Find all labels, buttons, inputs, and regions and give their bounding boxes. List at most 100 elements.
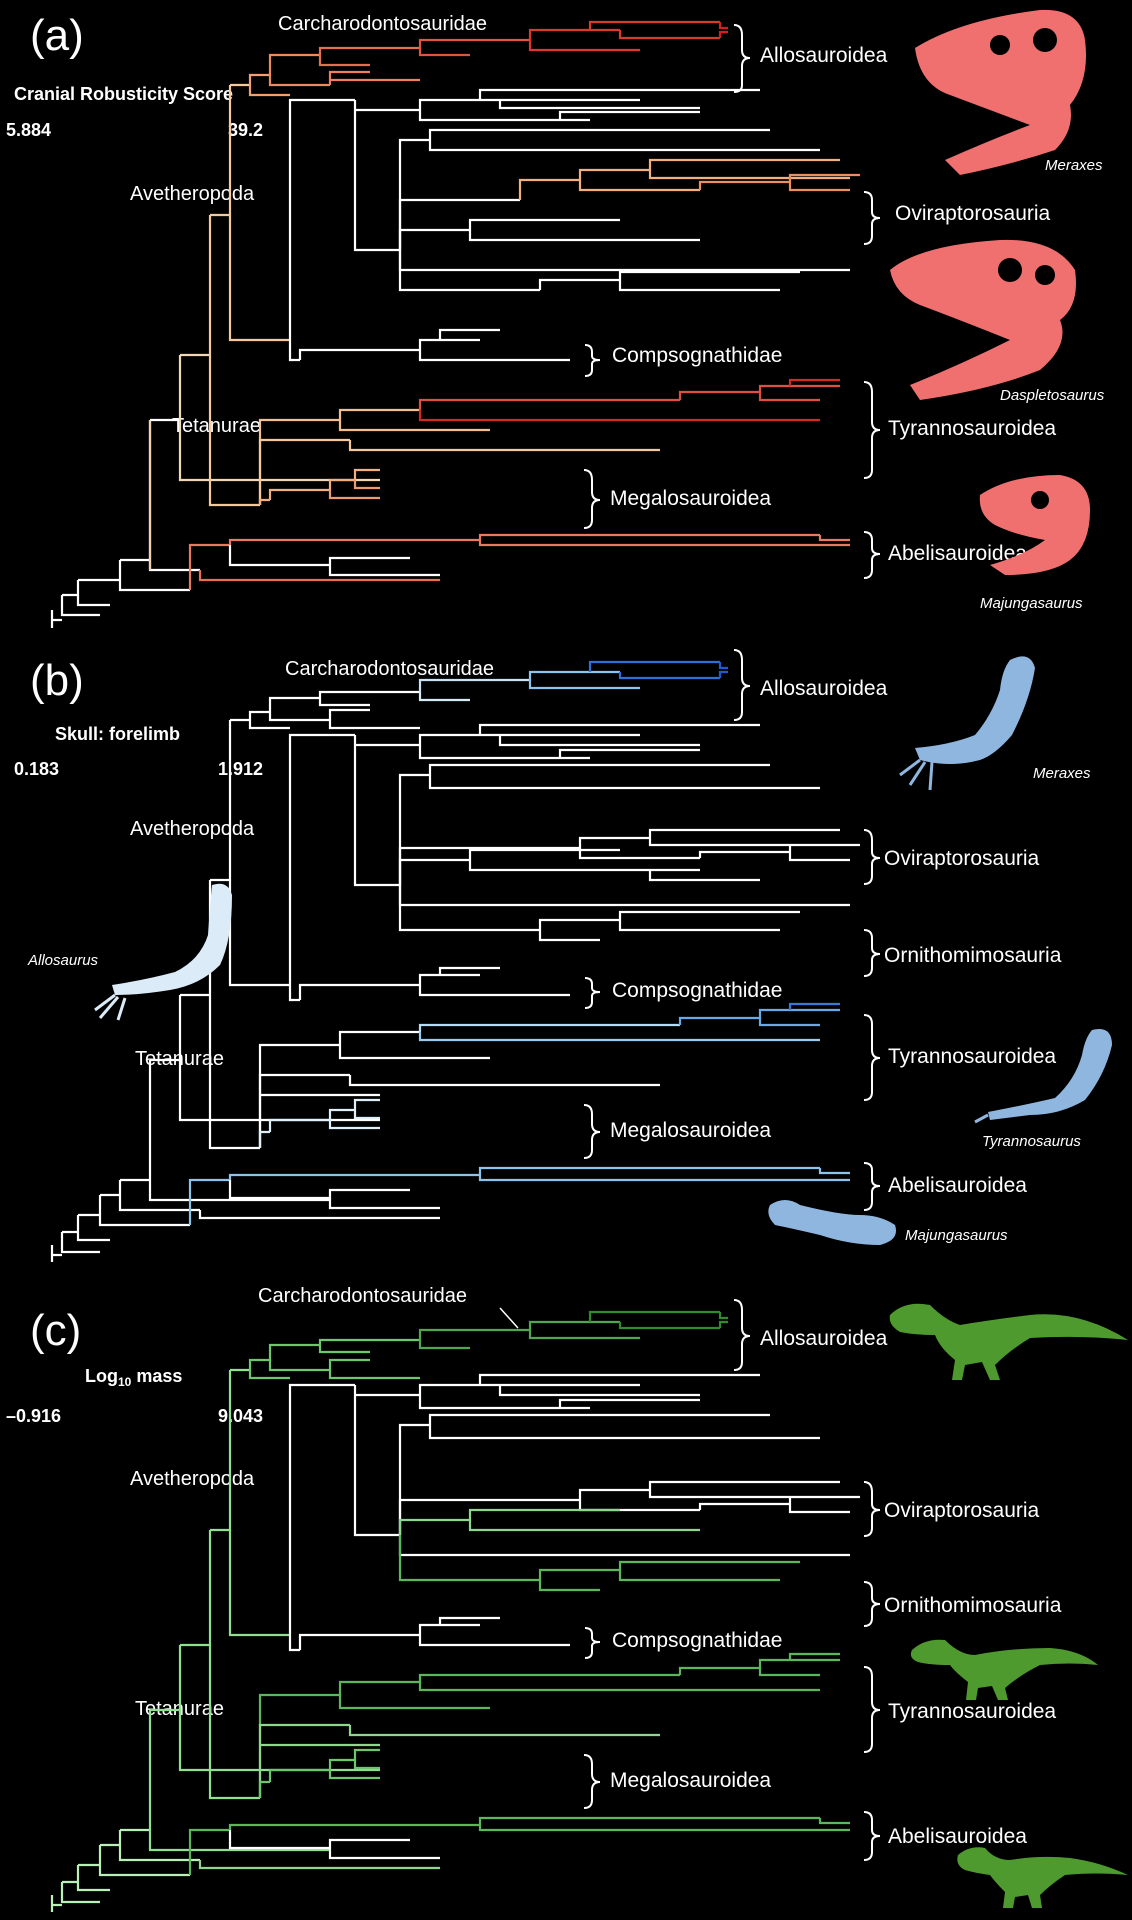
branch <box>258 1652 840 1798</box>
bracket <box>863 381 881 479</box>
bracket <box>863 531 881 579</box>
carcharodontosauridae-pointer <box>499 1307 519 1329</box>
panel-a-clade-oviraptorosauria: Oviraptorosauria <box>895 202 1051 225</box>
panel-c-carcharodontosauridae-label: Carcharodontosauridae <box>258 1285 467 1307</box>
branch <box>398 1508 700 1535</box>
panel-c-avetheropoda-label: Avetheropoda <box>130 1468 255 1490</box>
taxon-meraxes-b: Meraxes <box>1033 765 1091 782</box>
branch <box>418 692 470 702</box>
bracket <box>733 24 751 93</box>
bracket <box>584 344 601 377</box>
bracket <box>733 649 751 721</box>
branch <box>198 1860 440 1870</box>
branch <box>288 98 355 362</box>
panel-c-clade-ornithomimosauria: Ornithomimosauria <box>884 1594 1062 1617</box>
branch <box>398 848 760 885</box>
panel-a-scale-min: 5.884 <box>6 120 51 140</box>
branch <box>328 480 380 500</box>
panel-c-scale-min: –0.916 <box>6 1406 61 1426</box>
branch <box>418 678 530 692</box>
panel-a-scale-max: 39.2 <box>228 120 263 140</box>
forelimb-silhouette-tyrannosaurus <box>974 1029 1112 1124</box>
bracket <box>584 977 601 1009</box>
panel-b-tree <box>50 660 860 1262</box>
taxon-daspletosaurus-a: Daspletosaurus <box>1000 387 1105 404</box>
panel-b-clade-tyrannosauroidea: Tyrannosauroidea <box>888 1045 1056 1068</box>
panel-b-clade-allosauroidea: Allosauroidea <box>760 677 888 700</box>
panel-b-scale-min: 0.183 <box>14 759 59 779</box>
branch <box>258 1723 660 1798</box>
bracket <box>863 829 881 885</box>
bracket <box>733 1299 751 1371</box>
branch <box>788 1002 840 1010</box>
branch <box>178 353 380 482</box>
branch <box>188 533 850 590</box>
skull-silhouette-meraxes <box>915 9 1086 175</box>
bracket <box>863 1014 881 1101</box>
panel-b-avetheropoda-label: Avetheropoda <box>130 818 255 840</box>
panel-a-tree <box>50 20 860 628</box>
panel-c-scale-max: 9.043 <box>218 1406 263 1426</box>
branch <box>318 46 420 67</box>
branch <box>398 218 700 250</box>
branch <box>398 1413 820 1535</box>
branch <box>528 20 720 52</box>
branch <box>198 570 440 582</box>
panel-a-carcharodontosauridae-label: Carcharodontosauridae <box>278 13 487 35</box>
body-silhouette-tyrannosauroid <box>910 1639 1098 1700</box>
panel-a-clade-tyrannosauroidea: Tyrannosauroidea <box>888 417 1056 440</box>
forelimb-silhouette-meraxes <box>899 656 1035 791</box>
bracket <box>863 1666 881 1753</box>
branch <box>50 1828 200 1912</box>
branch <box>258 1073 660 1148</box>
panel-b-clade-compsognathidae: Compsognathidae <box>612 979 782 1002</box>
taxon-meraxes-a: Meraxes <box>1045 157 1103 174</box>
panel-a-avetheropoda-label: Avetheropoda <box>130 183 255 205</box>
bracket <box>584 1627 601 1659</box>
panel-c: (c) Carcharodontosauridae Log10 mass –0.… <box>6 1285 1128 1912</box>
branch <box>248 690 420 730</box>
panel-c-clade-megalosauroidea: Megalosauroidea <box>610 1769 771 1792</box>
branch <box>258 438 660 505</box>
panel-a-clade-compsognathidae: Compsognathidae <box>612 344 782 367</box>
branch <box>353 100 420 252</box>
panel-c-clade-oviraptorosauria: Oviraptorosauria <box>884 1499 1040 1522</box>
branch <box>50 418 200 628</box>
forelimb-silhouette-allosaurus <box>94 883 232 1021</box>
taxon-majungasaurus-b: Majungasaurus <box>905 1227 1008 1244</box>
bracket <box>583 1754 601 1809</box>
branch <box>288 733 355 1002</box>
branch <box>288 1383 355 1652</box>
branch <box>148 1368 380 1852</box>
bracket <box>863 1162 881 1211</box>
panel-b-clade-megalosauroidea: Megalosauroidea <box>610 1119 771 1142</box>
panel-a-tetanurae-label: Tetanurae <box>172 415 261 437</box>
panel-c-letter: (c) <box>30 1306 81 1355</box>
panel-b: (b) Carcharodontosauridae Skull: forelim… <box>14 649 1112 1262</box>
branch <box>268 53 330 87</box>
skull-silhouette-daspletosaurus <box>890 239 1076 400</box>
panel-c-clade-tyrannosauroidea: Tyrannosauroidea <box>888 1700 1056 1723</box>
branch <box>588 1310 728 1330</box>
branch <box>398 828 860 885</box>
branch <box>228 1830 440 1860</box>
branch <box>248 73 290 97</box>
forelimb-silhouette-majungasaurus <box>768 1200 896 1245</box>
skull-silhouette-majungasaurus <box>979 475 1090 575</box>
branch <box>418 38 530 57</box>
branch <box>418 1032 820 1042</box>
panel-b-clade-abelisauroidea: Abelisauroidea <box>888 1174 1027 1197</box>
branch <box>398 885 800 942</box>
panel-a-letter: (a) <box>30 11 84 60</box>
branch <box>298 966 570 1000</box>
panel-c-clade-allosauroidea: Allosauroidea <box>760 1327 888 1350</box>
branch <box>328 70 420 85</box>
panel-c-clade-compsognathidae: Compsognathidae <box>612 1629 782 1652</box>
bracket <box>863 191 881 245</box>
panel-c-scale-title: Log10 mass <box>85 1366 182 1389</box>
branch <box>418 384 840 410</box>
body-silhouette-abelisaurid <box>957 1847 1128 1908</box>
panel-b-clade-ornithomimosauria: Ornithomimosauria <box>884 944 1062 967</box>
panel-c-clade-abelisauroidea: Abelisauroidea <box>888 1825 1027 1848</box>
